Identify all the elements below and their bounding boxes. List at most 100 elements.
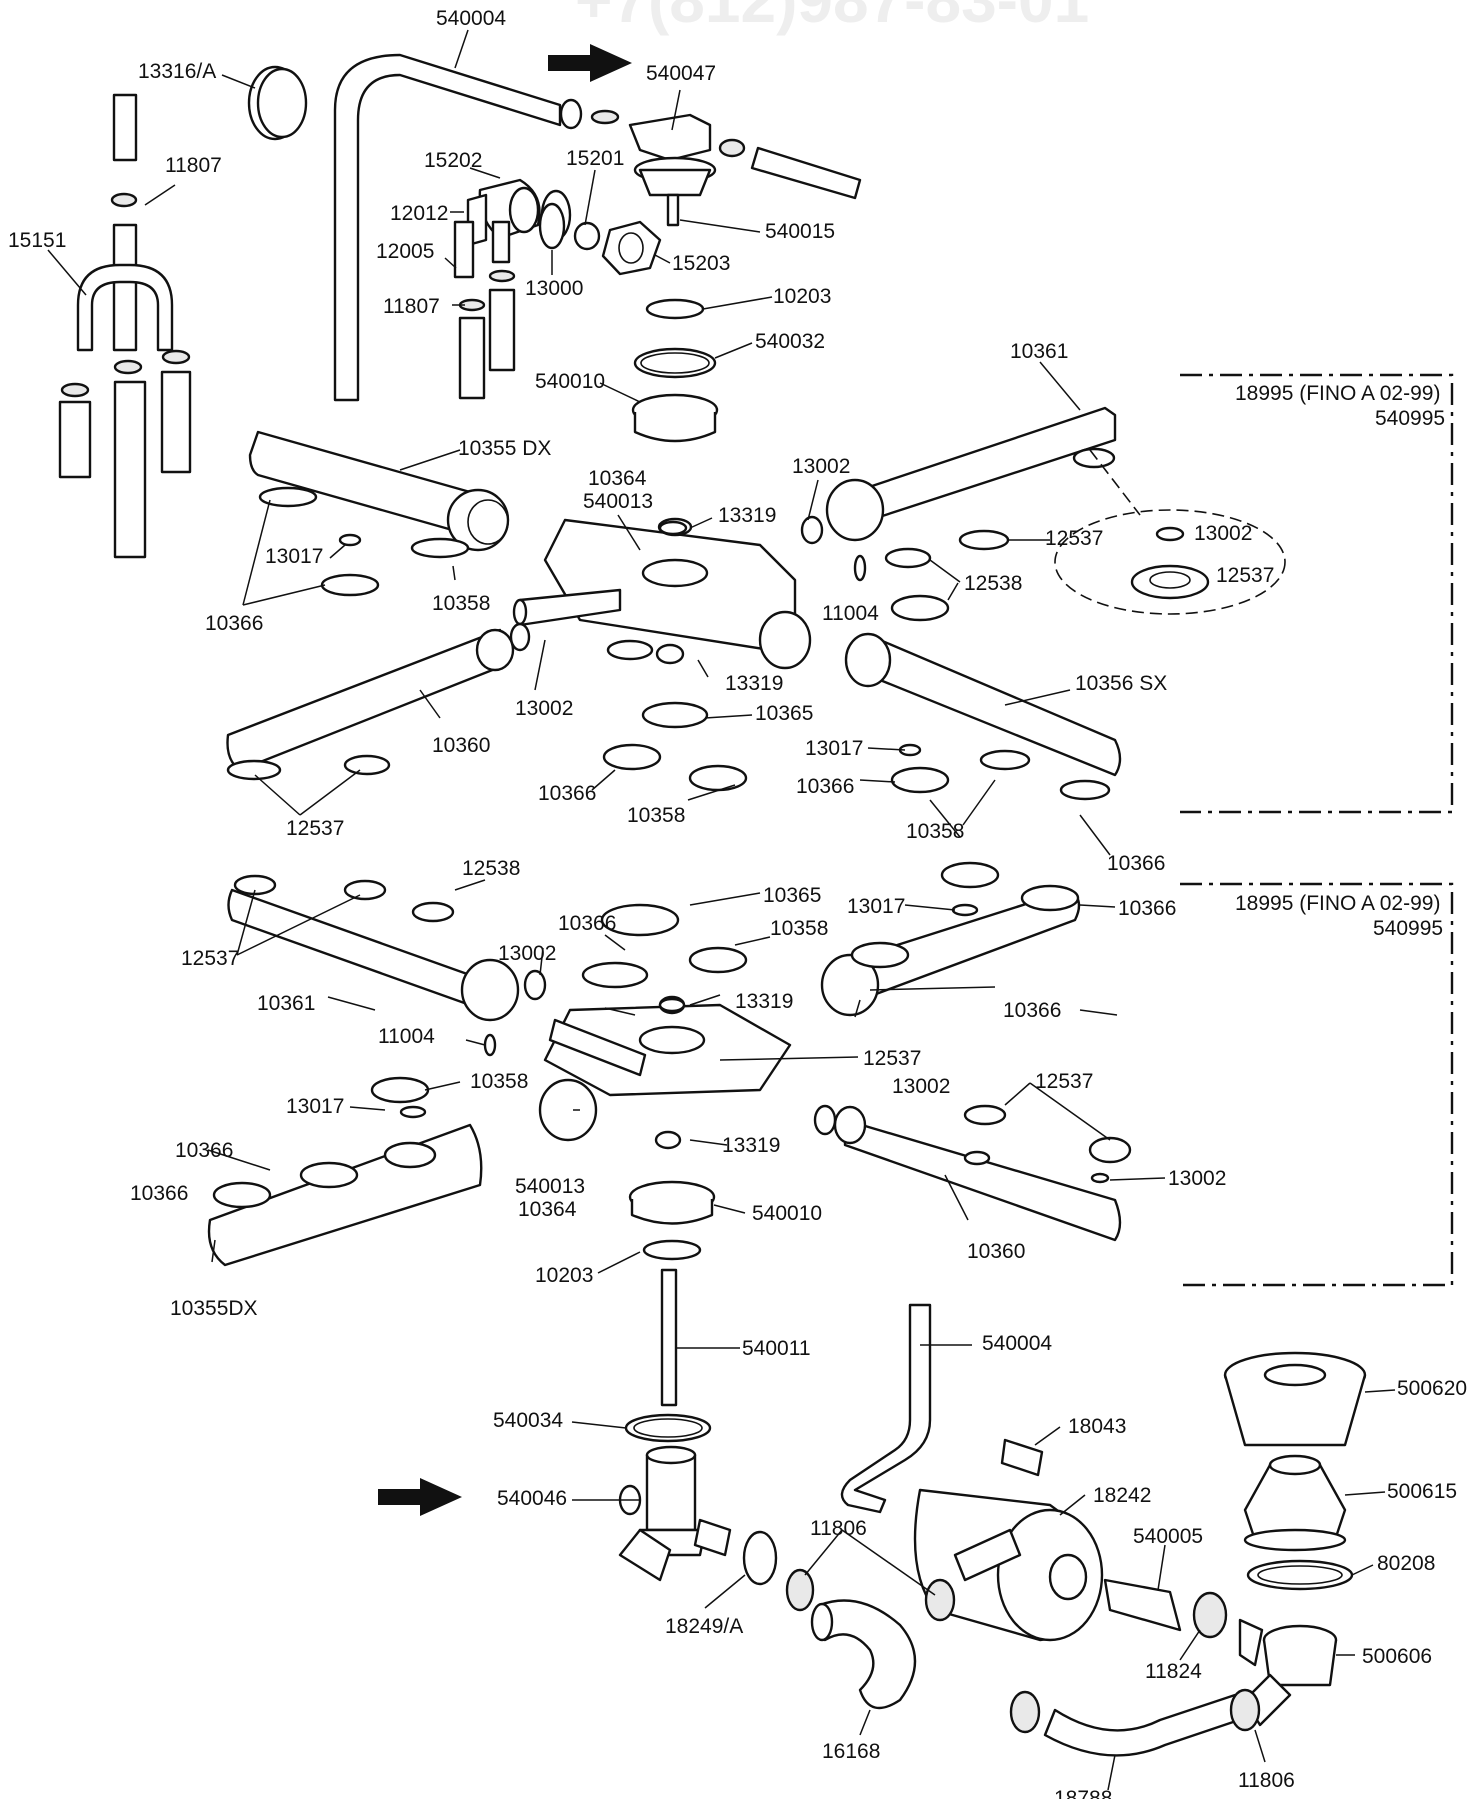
label-10366-h: 10366 <box>175 1139 233 1162</box>
group-bracket-upper <box>1180 373 1454 814</box>
label-15203: 15203 <box>672 252 730 275</box>
label-12537-e: 12537 <box>863 1047 921 1070</box>
label-13319-a: 13319 <box>718 504 776 527</box>
label-10358-c: 10358 <box>906 820 964 843</box>
label-10358-a: 10358 <box>432 592 490 615</box>
label-10364-top: 10364 <box>588 467 647 490</box>
label-10358-b: 10358 <box>627 804 685 827</box>
label-13316A: 13316/A <box>138 60 216 83</box>
hub-540013-mid <box>538 995 792 1142</box>
arm-10361-mid <box>227 874 520 1022</box>
label-11807-b: 11807 <box>383 295 440 318</box>
label-10360-top: 10360 <box>432 734 490 757</box>
label-13017-c: 13017 <box>847 895 905 918</box>
label-12537-d: 12537 <box>181 947 239 970</box>
fitting-540046 <box>618 1445 732 1582</box>
label-540032: 540032 <box>755 330 825 353</box>
label-10355dx-top: 10355 DX <box>458 437 551 460</box>
label-group-lower-1: 18995 (FINO A 02-99) <box>1235 892 1440 915</box>
label-13017-d: 13017 <box>286 1095 344 1118</box>
flow-arrow-bottom <box>378 1478 462 1516</box>
label-13000: 13000 <box>525 277 583 300</box>
detail-circle <box>1054 509 1286 615</box>
hose-540004-top <box>333 53 583 402</box>
arm-10356sx <box>844 632 1122 801</box>
leader-lines <box>47 29 1396 1791</box>
ring-10203-top <box>645 298 705 320</box>
label-10366-c: 10366 <box>796 775 854 798</box>
label-10358-d: 10358 <box>770 917 828 940</box>
label-13319-b: 13319 <box>725 672 783 695</box>
label-10355dx-mid: 10355DX <box>170 1297 258 1320</box>
label-15201: 15201 <box>566 147 624 170</box>
label-18788: 18788 <box>1054 1787 1112 1799</box>
clamps-11806 <box>785 1568 1261 1734</box>
group-bracket-lower <box>1180 882 1454 1287</box>
part-labels: 540004 13316/A 540047 11807 15202 15201 … <box>8 7 1467 1799</box>
label-540004-bottom: 540004 <box>982 1332 1052 1355</box>
label-12005: 12005 <box>376 240 434 263</box>
label-10366-f: 10366 <box>1118 897 1176 920</box>
arm-10361-top <box>825 406 1117 542</box>
label-12012: 12012 <box>390 202 448 225</box>
label-11806-b: 11806 <box>1238 1769 1295 1792</box>
gasket-80208 <box>1246 1559 1354 1591</box>
arm-10355dx-top <box>248 430 510 559</box>
elbow-15202 <box>453 178 572 400</box>
label-540005: 540005 <box>1133 1525 1203 1548</box>
clamp-11824 <box>1192 1591 1228 1639</box>
label-10365-b: 10365 <box>763 884 821 907</box>
label-13319-d: 13319 <box>722 1134 780 1157</box>
gasket-540032 <box>633 347 717 379</box>
label-540013-mid: 540013 <box>515 1175 585 1198</box>
filter-500615 <box>1243 1454 1347 1552</box>
label-13319-c: 13319 <box>735 990 793 1013</box>
label-10361-mid: 10361 <box>257 992 315 1015</box>
nozzles-lower <box>399 903 979 1150</box>
label-11004-a: 11004 <box>822 602 879 625</box>
label-80208: 80208 <box>1377 1552 1435 1575</box>
label-13002-f: 13002 <box>1168 1167 1226 1190</box>
label-540046: 540046 <box>497 1487 567 1510</box>
label-10366-i: 10366 <box>130 1182 188 1205</box>
label-500606: 500606 <box>1362 1645 1432 1668</box>
label-500615: 500615 <box>1387 1480 1457 1503</box>
label-12537-c: 12537 <box>286 817 344 840</box>
label-11807-a: 11807 <box>165 154 222 177</box>
arm-10355dx-mid <box>207 1076 483 1267</box>
nut-540010-mid <box>628 1180 716 1225</box>
label-540010-mid: 540010 <box>752 1202 822 1225</box>
filter-500620 <box>1223 1351 1367 1447</box>
label-12537-f: 12537 <box>1035 1070 1093 1093</box>
label-10356sx: 10356 SX <box>1075 672 1167 695</box>
label-18249A: 18249/A <box>665 1615 743 1638</box>
label-12537-b: 12537 <box>1216 564 1274 587</box>
label-11004-b: 11004 <box>378 1025 435 1048</box>
hose-15151 <box>58 93 192 559</box>
detail-parts <box>1130 526 1210 600</box>
label-group-upper-2: 540995 <box>1375 407 1445 430</box>
label-500620: 500620 <box>1397 1377 1467 1400</box>
label-12538-b: 12538 <box>462 857 520 880</box>
label-15202: 15202 <box>424 149 482 172</box>
watermark-text: +7(812)987-83-01 <box>575 0 1089 36</box>
label-18043: 18043 <box>1068 1415 1126 1438</box>
label-18242: 18242 <box>1093 1484 1151 1507</box>
label-12538-a: 12538 <box>964 572 1022 595</box>
gasket-540034 <box>624 1413 712 1443</box>
sensor-18043 <box>1000 1438 1044 1477</box>
arm-10366-right-mid <box>820 884 1081 1017</box>
ring-10203-mid <box>642 1239 702 1261</box>
label-540011: 540011 <box>742 1337 811 1360</box>
cap-13316A <box>247 65 308 141</box>
label-10366-a: 10366 <box>205 612 263 635</box>
label-13002-a: 13002 <box>792 455 850 478</box>
label-10366-d: 10366 <box>1107 852 1165 875</box>
label-13002-e: 13002 <box>892 1075 950 1098</box>
label-15151: 15151 <box>8 229 66 252</box>
label-540010-top: 540010 <box>535 370 605 393</box>
valve-540047 <box>590 109 862 227</box>
connector-540005 <box>1103 1578 1182 1632</box>
label-group-lower-2: 540995 <box>1373 917 1443 940</box>
